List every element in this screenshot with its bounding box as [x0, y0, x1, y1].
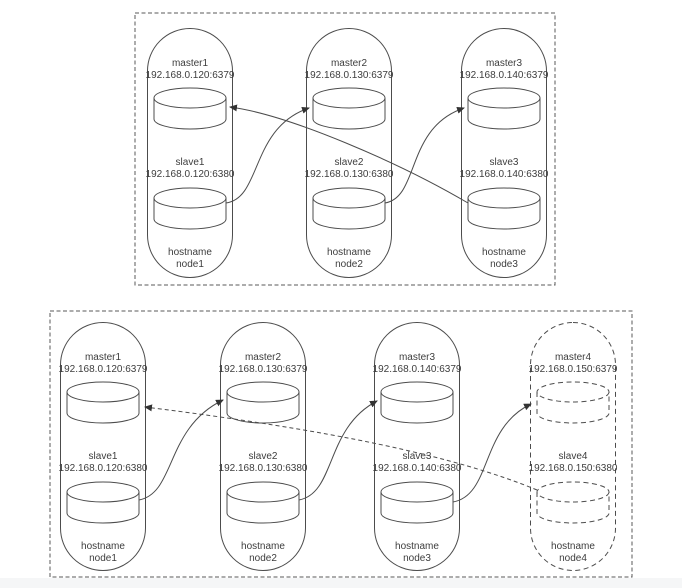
node-group-node3: master3 192.168.0.140:6379 slave3 192.16… [373, 322, 462, 571]
master-address: 192.168.0.140:6379 [373, 364, 462, 375]
master-address: 192.168.0.120:6379 [146, 70, 235, 81]
cluster-boundary [49, 310, 633, 578]
master-db-cylinder [226, 381, 300, 424]
node-group-node4: master4 192.168.0.150:6379 slave4 192.16… [529, 322, 618, 571]
master-db-cylinder [536, 381, 610, 424]
hostname-label: hostname [168, 247, 212, 258]
master-address: 192.168.0.120:6379 [59, 364, 148, 375]
slave-address: 192.168.0.150:6380 [529, 463, 618, 474]
slave-db-cylinder [380, 481, 454, 524]
node-name: node3 [403, 553, 431, 564]
node-name: node1 [176, 259, 204, 270]
master-db-cylinder [380, 381, 454, 424]
node-name: node4 [559, 553, 587, 564]
slave-name: slave3 [403, 451, 432, 462]
master-db-cylinder [153, 87, 227, 130]
page-footer-strip [0, 578, 682, 588]
master-db-cylinder [467, 87, 541, 130]
slave-db-cylinder [66, 481, 140, 524]
master-name: master1 [172, 58, 209, 69]
master-address: 192.168.0.140:6379 [460, 70, 549, 81]
slave-address: 192.168.0.130:6380 [305, 169, 394, 180]
slave-db-cylinder [467, 187, 541, 230]
replication-arrow-slave2-to-master3 [384, 106, 465, 204]
master-name: master2 [331, 58, 368, 69]
node-group-node1: master1 192.168.0.120:6379 slave1 192.16… [146, 28, 235, 278]
slave-address: 192.168.0.120:6380 [146, 169, 235, 180]
hostname-label: hostname [327, 247, 371, 258]
slave-name: slave1 [89, 451, 118, 462]
master-db-cylinder [312, 87, 386, 130]
node-name: node2 [335, 259, 363, 270]
cluster-four-nodes: master1 192.168.0.120:6379 slave1 192.16… [49, 310, 633, 578]
hostname-label: hostname [551, 541, 595, 552]
replication-arrow-slave3-to-master1 [229, 104, 469, 204]
cluster-boundary [134, 12, 556, 286]
replication-arrow-slave1-to-master2 [225, 106, 310, 204]
replication-arrow-slave3-to-master4 [452, 403, 532, 503]
replication-arrow-slave2-to-master3 [298, 400, 378, 501]
node-name: node2 [249, 553, 277, 564]
slave-db-cylinder [153, 187, 227, 230]
slave-name: slave1 [176, 157, 205, 168]
master-db-cylinder [66, 381, 140, 424]
master-address: 192.168.0.150:6379 [529, 364, 618, 375]
hostname-label: hostname [482, 247, 526, 258]
hostname-label: hostname [395, 541, 439, 552]
node-group-node2: master2 192.168.0.130:6379 slave2 192.16… [305, 28, 394, 278]
slave-address: 192.168.0.140:6380 [460, 169, 549, 180]
slave-db-cylinder [312, 187, 386, 230]
node-group-node3: master3 192.168.0.140:6379 slave3 192.16… [460, 28, 549, 278]
hostname-label: hostname [241, 541, 285, 552]
cluster-three-nodes: master1 192.168.0.120:6379 slave1 192.16… [134, 12, 556, 286]
slave-name: slave2 [249, 451, 278, 462]
slave-db-cylinder [226, 481, 300, 524]
slave-address: 192.168.0.140:6380 [373, 463, 462, 474]
slave-name: slave3 [490, 157, 519, 168]
node-group-node1: master1 192.168.0.120:6379 slave1 192.16… [59, 322, 148, 571]
master-address: 192.168.0.130:6379 [219, 364, 308, 375]
replication-arrow-slave1-to-master2 [138, 399, 224, 501]
node-group-node2: master2 192.168.0.130:6379 slave2 192.16… [219, 322, 308, 571]
master-name: master3 [399, 352, 436, 363]
slave-name: slave4 [559, 451, 588, 462]
master-name: master2 [245, 352, 282, 363]
slave-address: 192.168.0.120:6380 [59, 463, 148, 474]
node-name: node1 [89, 553, 117, 564]
slave-name: slave2 [335, 157, 364, 168]
master-address: 192.168.0.130:6379 [305, 70, 394, 81]
master-name: master3 [486, 58, 523, 69]
replication-arrow-slave4-to-master1 [144, 404, 538, 491]
slave-db-cylinder [536, 481, 610, 524]
node-name: node3 [490, 259, 518, 270]
slave-address: 192.168.0.130:6380 [219, 463, 308, 474]
master-name: master1 [85, 352, 122, 363]
hostname-label: hostname [81, 541, 125, 552]
master-name: master4 [555, 352, 592, 363]
